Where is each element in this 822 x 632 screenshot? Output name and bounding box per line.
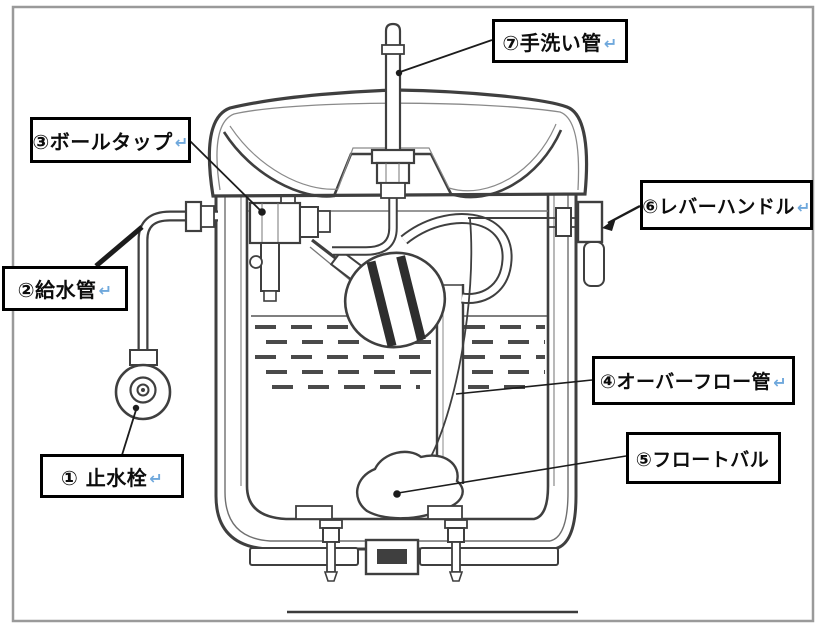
return-mark-icon: ↵ bbox=[174, 132, 189, 152]
label-box-hand-wash-pipe: ⑦手洗い管↵ bbox=[492, 19, 628, 63]
supply-pipe bbox=[137, 200, 218, 362]
tank-bottom-hardware bbox=[249, 505, 559, 582]
leader-ball-tap bbox=[189, 140, 263, 213]
page-frame bbox=[11, 5, 815, 623]
label-text-ball-tap: ③ボールタップ bbox=[32, 129, 173, 154]
label-box-supply-pipe: ②給水管↵ bbox=[2, 266, 128, 311]
label-box-stop-valve: ① 止水栓↵ bbox=[40, 454, 184, 498]
leader-supply-pipe bbox=[94, 225, 144, 268]
label-box-lever-handle: ⑥レバーハンドル↵ bbox=[640, 180, 813, 230]
return-mark-icon: ↵ bbox=[796, 197, 811, 217]
label-text-overflow-pipe: ④オーバーフロー管 bbox=[599, 371, 772, 393]
water-level bbox=[251, 315, 547, 389]
return-mark-icon: ↵ bbox=[149, 468, 164, 488]
return-mark-icon: ↵ bbox=[603, 33, 618, 53]
float-ball bbox=[309, 238, 447, 349]
return-mark-icon: ↵ bbox=[773, 373, 788, 392]
leader-stop-valve bbox=[121, 409, 137, 456]
leader-lines bbox=[94, 39, 641, 498]
leader-overflow-pipe bbox=[455, 379, 593, 395]
leader-hand-wash-pipe bbox=[399, 39, 493, 73]
stop-valve bbox=[114, 349, 172, 421]
leader-arrowhead bbox=[602, 218, 616, 231]
label-text-stop-valve: ① 止水栓 bbox=[60, 465, 148, 490]
label-text-supply-pipe: ②給水管 bbox=[17, 278, 97, 302]
label-text-lever-handle: ⑥レバーハンドル bbox=[642, 195, 795, 218]
leader-float-valve bbox=[397, 455, 627, 494]
label-box-overflow-pipe: ④オーバーフロー管↵ bbox=[592, 356, 795, 405]
hand-wash-pipe bbox=[332, 22, 416, 256]
refill-tube bbox=[400, 213, 513, 305]
label-text-hand-wash-pipe: ⑦手洗い管 bbox=[502, 30, 602, 55]
flapper-valve bbox=[356, 450, 464, 520]
label-box-float-valve: ⑤フロートバル bbox=[626, 432, 781, 484]
lever-handle bbox=[548, 200, 605, 287]
return-mark-icon: ↵ bbox=[98, 281, 113, 300]
label-text-float-valve: ⑤フロートバル bbox=[635, 448, 770, 471]
flush-lever-arm bbox=[427, 217, 548, 463]
label-box-ball-tap: ③ボールタップ↵ bbox=[30, 117, 191, 163]
